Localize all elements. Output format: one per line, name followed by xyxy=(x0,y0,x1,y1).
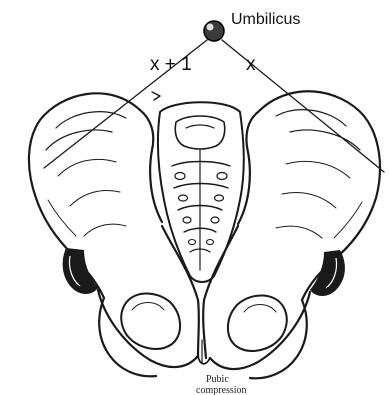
caption-line-1: Pubic xyxy=(206,374,229,385)
right-pubic-ramus xyxy=(203,226,310,378)
right-iliac-wing xyxy=(238,91,380,300)
umbilicus-label: Umbilicus xyxy=(231,11,300,28)
acetabulum-left xyxy=(63,248,98,294)
acetabulum-right xyxy=(310,250,345,296)
caption-line-2: compression xyxy=(196,385,247,395)
left-iliac-wing xyxy=(29,93,162,298)
measurement-lines xyxy=(44,40,384,172)
right-distance-label: x xyxy=(246,54,256,75)
left-line-tick xyxy=(152,92,160,100)
left-pubic-ramus xyxy=(98,226,199,376)
left-distance-label: x + 1 xyxy=(150,54,192,75)
umbilicus-marker xyxy=(204,21,224,41)
sacrum xyxy=(158,102,244,282)
